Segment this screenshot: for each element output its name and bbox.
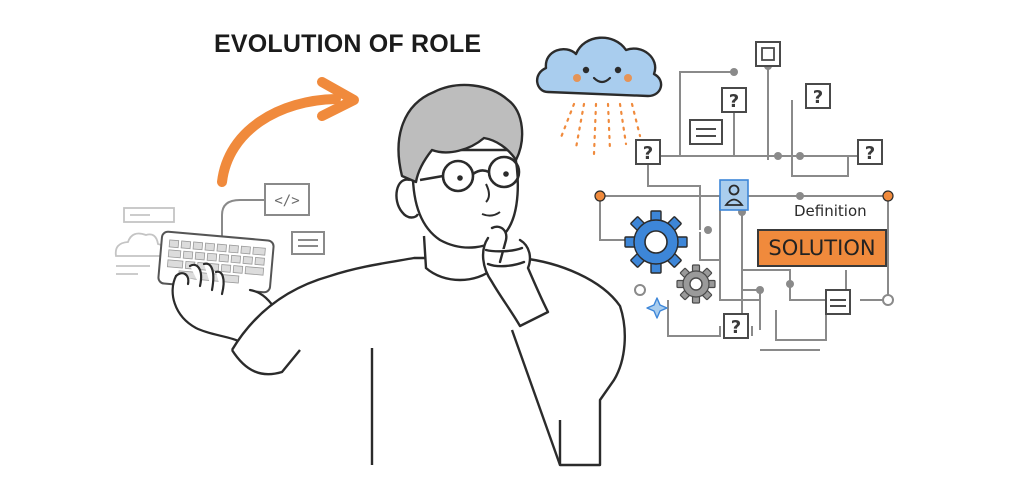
- question-icon: ?: [723, 313, 749, 339]
- code-icon: </>: [264, 183, 310, 216]
- glasses-icon: [419, 155, 521, 193]
- keyboard-cable: [221, 199, 265, 238]
- rain-dots: [558, 102, 642, 156]
- gear-icon: [676, 264, 716, 304]
- svg-text:?: ?: [865, 143, 875, 164]
- svg-text:?: ?: [643, 143, 653, 164]
- question-icon: ?: [721, 87, 747, 113]
- person: [230, 83, 626, 467]
- question-icon: ?: [857, 139, 883, 165]
- orange-arrow-icon: [217, 77, 359, 187]
- code-icon-text: </>: [274, 193, 299, 209]
- right-hand: [481, 225, 550, 328]
- person-face: [411, 148, 520, 249]
- sparkle-icon: [646, 297, 668, 319]
- solution-badge: SOLUTION: [757, 229, 887, 267]
- user-icon: [719, 179, 749, 211]
- document-icon: [291, 231, 325, 255]
- list-box-icon: [825, 289, 851, 315]
- circuit-end-node: [594, 190, 606, 202]
- svg-text:?: ?: [731, 317, 741, 338]
- question-icon: ?: [805, 83, 831, 109]
- svg-text:?: ?: [729, 91, 739, 112]
- faded-cloud-icon: [114, 232, 166, 275]
- gear-icon: [624, 210, 688, 274]
- circuit-end-node: [882, 190, 894, 202]
- person-hair: [397, 83, 524, 184]
- svg-text:?: ?: [813, 87, 823, 108]
- document-icon: [689, 119, 723, 145]
- circuit-open-node: [634, 284, 646, 296]
- question-icon: ?: [635, 139, 661, 165]
- cloud-icon: [536, 36, 663, 98]
- faded-window-icon: [123, 207, 175, 223]
- page-title: EVOLUTION OF ROLE: [214, 30, 482, 58]
- chip-icon: [755, 41, 781, 67]
- circuit-open-node: [882, 294, 894, 306]
- definition-label: Definition: [794, 202, 867, 220]
